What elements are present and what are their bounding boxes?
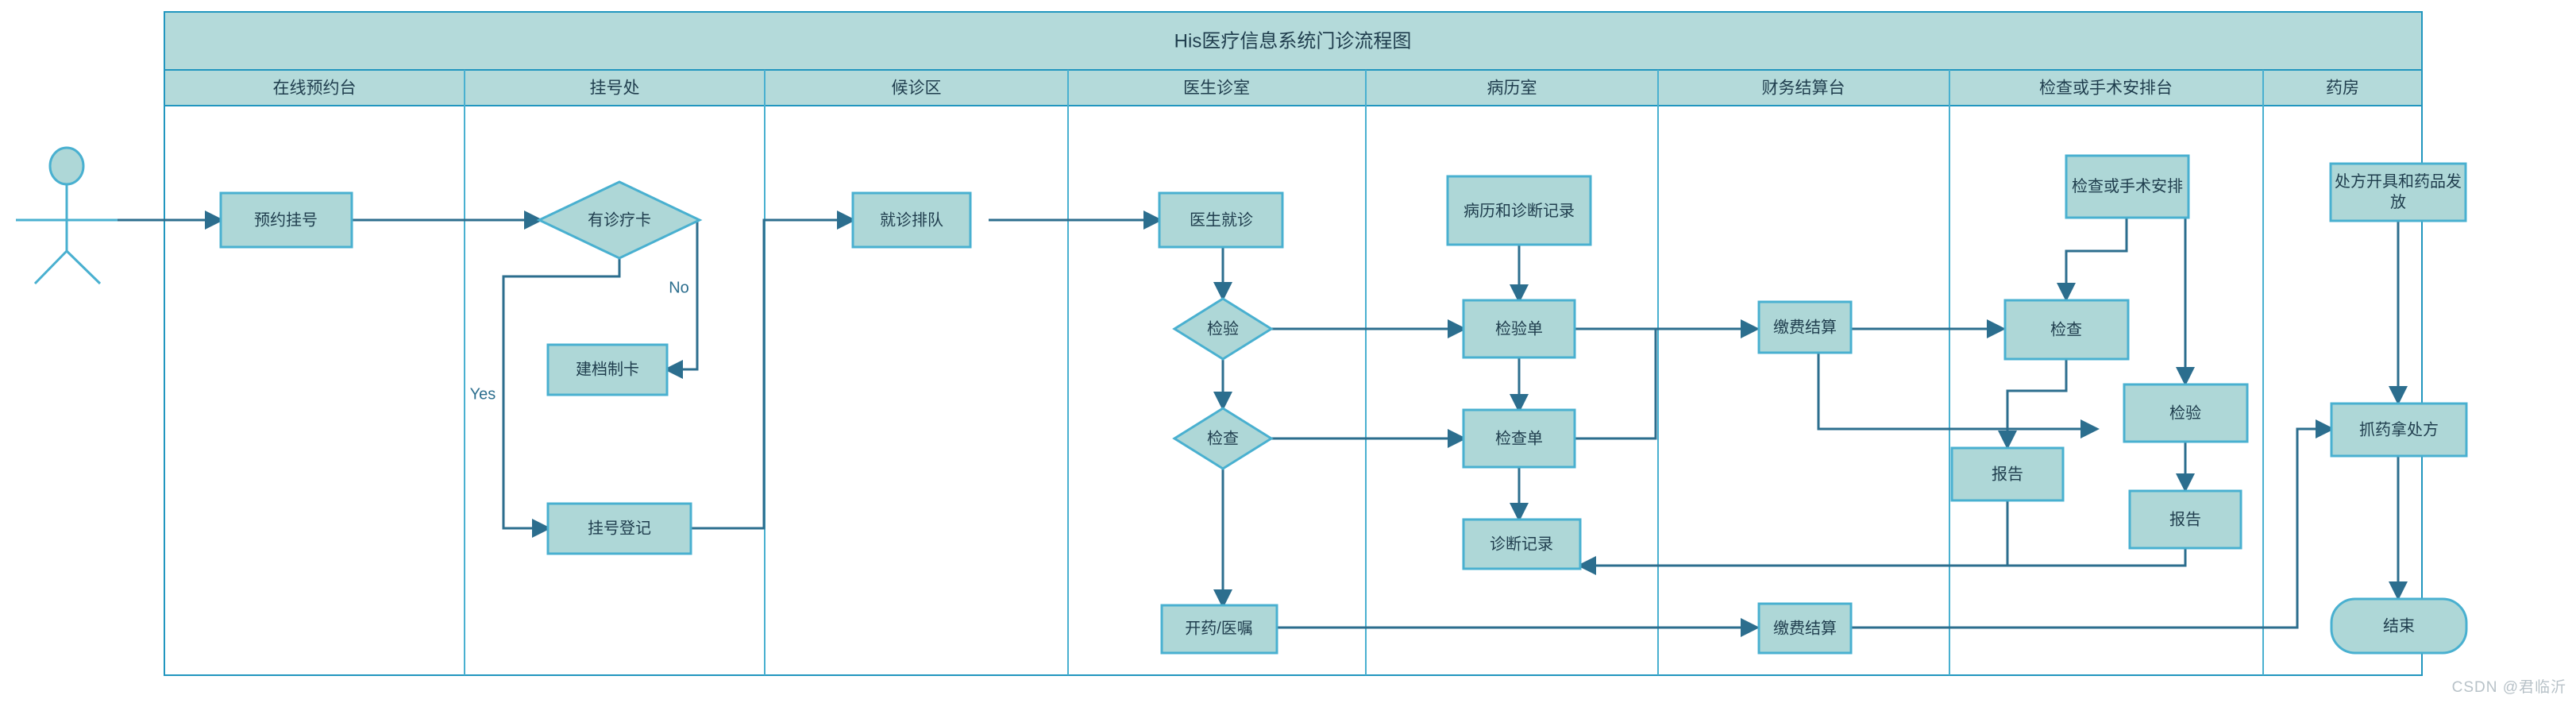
node-prescribe-label: 开药/医嘱 — [1185, 619, 1253, 637]
lane-label-registration: 挂号处 — [590, 79, 640, 98]
node-queue[interactable]: 就诊排队 — [851, 191, 972, 249]
lane-dividers — [464, 70, 2264, 675]
edge-label-no: No — [669, 279, 689, 296]
node-see-doctor-shape[interactable] — [1158, 191, 1284, 249]
node-create-card-shape[interactable] — [546, 343, 669, 396]
node-payment-2[interactable]: 缴费结算 — [1757, 602, 1853, 655]
node-do-lab[interactable]: 检验 — [2123, 383, 2249, 443]
node-diagnosis-record-shape[interactable] — [1462, 518, 1582, 570]
node-queue-shape[interactable] — [851, 191, 972, 249]
node-lab-test-shape[interactable] — [1172, 297, 1274, 361]
actor-legs-icon — [33, 249, 102, 285]
node-create-card-label: 建档制卡 — [576, 360, 639, 378]
node-exam[interactable]: 检查 — [1172, 407, 1274, 470]
node-payment-1-label: 缴费结算 — [1773, 318, 1837, 336]
node-medical-record-textbox: 病历和诊断记录 — [1463, 203, 1575, 220]
node-medical-record[interactable]: 病历和诊断记录 — [1446, 175, 1592, 246]
lane-label-records-room: 病历室 — [1487, 79, 1537, 98]
node-schedule[interactable]: 检查或手术安排 — [2065, 154, 2190, 219]
node-diagnosis-record[interactable]: 诊断记录 — [1462, 518, 1582, 570]
node-medical-record-label: 病历和诊断记录 — [1463, 203, 1575, 220]
diagram-title: His医疗信息系统门诊流程图 — [1174, 30, 1412, 52]
node-exam-order-shape[interactable] — [1462, 408, 1576, 469]
node-has-card-shape[interactable] — [536, 180, 703, 260]
lane-label-pharmacy: 药房 — [2326, 79, 2359, 98]
node-booking-shape[interactable] — [219, 191, 353, 249]
edge-payment2-to-getmedicine — [1851, 419, 2335, 629]
node-do-lab-shape[interactable] — [2123, 383, 2249, 443]
node-schedule-label: 检查或手术安排 — [2072, 178, 2183, 195]
node-schedule-textbox: 检查或手术安排 — [2072, 178, 2183, 195]
node-medical-record-shape[interactable] — [1446, 175, 1592, 246]
node-queue-label: 就诊排队 — [880, 211, 943, 229]
node-do-exam[interactable]: 检查 — [2003, 299, 2130, 361]
node-pharmacy-issue-label: 处方开具和药品发放 — [2335, 173, 2462, 211]
node-get-medicine-shape[interactable] — [2330, 402, 2468, 458]
lane-label-waiting-area: 候诊区 — [892, 79, 942, 98]
node-get-medicine[interactable]: 抓药拿处方 — [2330, 402, 2468, 458]
node-exam-order-label: 检查单 — [1495, 429, 1543, 447]
node-do-exam-shape[interactable] — [2003, 299, 2130, 361]
edge-label-yes: Yes — [470, 385, 496, 403]
node-lab-order[interactable]: 检验单 — [1462, 299, 1576, 359]
node-do-lab-label: 检验 — [2169, 404, 2201, 422]
node-report-exam-label: 报告 — [1992, 465, 2023, 483]
edge-reportlab-to-diagnosisrecord — [1577, 548, 2187, 575]
node-payment-2-shape[interactable] — [1757, 602, 1853, 655]
edge-schedule-to-doexam — [2057, 218, 2128, 302]
node-pharmacy-issue-textbox: 处方开具和药品发放 — [2335, 173, 2462, 211]
lane-label-exam-scheduling: 检查或手术安排台 — [2039, 79, 2173, 98]
node-prescribe[interactable]: 开药/医嘱 — [1160, 604, 1278, 655]
node-pharmacy-issue[interactable]: 处方开具和药品发放 — [2329, 162, 2467, 222]
edge-payment1-to-dolab — [1817, 353, 2100, 438]
node-pharmacy-issue-shape[interactable] — [2329, 162, 2467, 222]
node-booking[interactable]: 预约挂号 — [219, 191, 353, 249]
node-lab-order-label: 检验单 — [1495, 319, 1543, 338]
node-see-doctor-label: 医生就诊 — [1190, 211, 1253, 229]
node-has-card[interactable]: 有诊疗卡 — [536, 180, 703, 260]
node-payment-1[interactable]: 缴费结算 — [1757, 300, 1853, 354]
node-payment-1-shape[interactable] — [1757, 300, 1853, 354]
node-end-shape[interactable] — [2330, 597, 2468, 655]
csdn-watermark: CSDN @君临沂 — [2451, 679, 2566, 696]
node-register-label: 挂号登记 — [588, 519, 651, 537]
node-lab-test[interactable]: 检验 — [1172, 297, 1274, 361]
node-exam-label: 检查 — [1207, 429, 1239, 447]
node-register[interactable]: 挂号登记 — [546, 502, 692, 555]
node-see-doctor[interactable]: 医生就诊 — [1158, 191, 1284, 249]
node-booking-label: 预约挂号 — [254, 211, 318, 229]
node-report-exam-shape[interactable] — [1950, 446, 2065, 502]
edge-doexam-to-reportexam — [1998, 359, 2068, 450]
node-report-exam[interactable]: 报告 — [1950, 446, 2065, 502]
node-register-shape[interactable] — [546, 502, 692, 555]
edges — [44, 211, 2408, 637]
edge-examorder-to-trunk — [1575, 329, 1657, 440]
actor-head-icon — [48, 146, 85, 186]
edge-hascard-yes-to-register — [502, 258, 621, 538]
node-report-lab-shape[interactable] — [2128, 489, 2242, 550]
node-diagnosis-record-label: 诊断记录 — [1490, 535, 1553, 553]
lane-label-finance-desk: 财务结算台 — [1762, 79, 1845, 98]
node-schedule-shape[interactable] — [2065, 154, 2190, 219]
node-prescribe-shape[interactable] — [1160, 604, 1278, 655]
lane-label-online-booking: 在线预约台 — [273, 79, 357, 98]
node-create-card[interactable]: 建档制卡 — [546, 343, 669, 396]
node-lab-order-shape[interactable] — [1462, 299, 1576, 359]
node-lab-test-label: 检验 — [1207, 319, 1239, 338]
actor-patient — [16, 146, 118, 285]
lane-label-doctor-office: 医生诊室 — [1183, 79, 1250, 98]
edge-register-to-queue — [691, 211, 856, 530]
node-end[interactable]: 结束 — [2330, 597, 2468, 655]
node-get-medicine-label: 抓药拿处方 — [2359, 419, 2439, 438]
node-payment-2-label: 缴费结算 — [1773, 619, 1837, 637]
node-end-label: 结束 — [2383, 616, 2415, 635]
node-report-lab-label: 报告 — [2169, 510, 2201, 528]
node-do-exam-label: 检查 — [2050, 320, 2082, 338]
node-exam-shape[interactable] — [1172, 407, 1274, 470]
swimlane-frame — [164, 11, 2423, 676]
node-exam-order[interactable]: 检查单 — [1462, 408, 1576, 469]
node-has-card-label: 有诊疗卡 — [588, 211, 651, 229]
node-report-lab[interactable]: 报告 — [2128, 489, 2242, 550]
